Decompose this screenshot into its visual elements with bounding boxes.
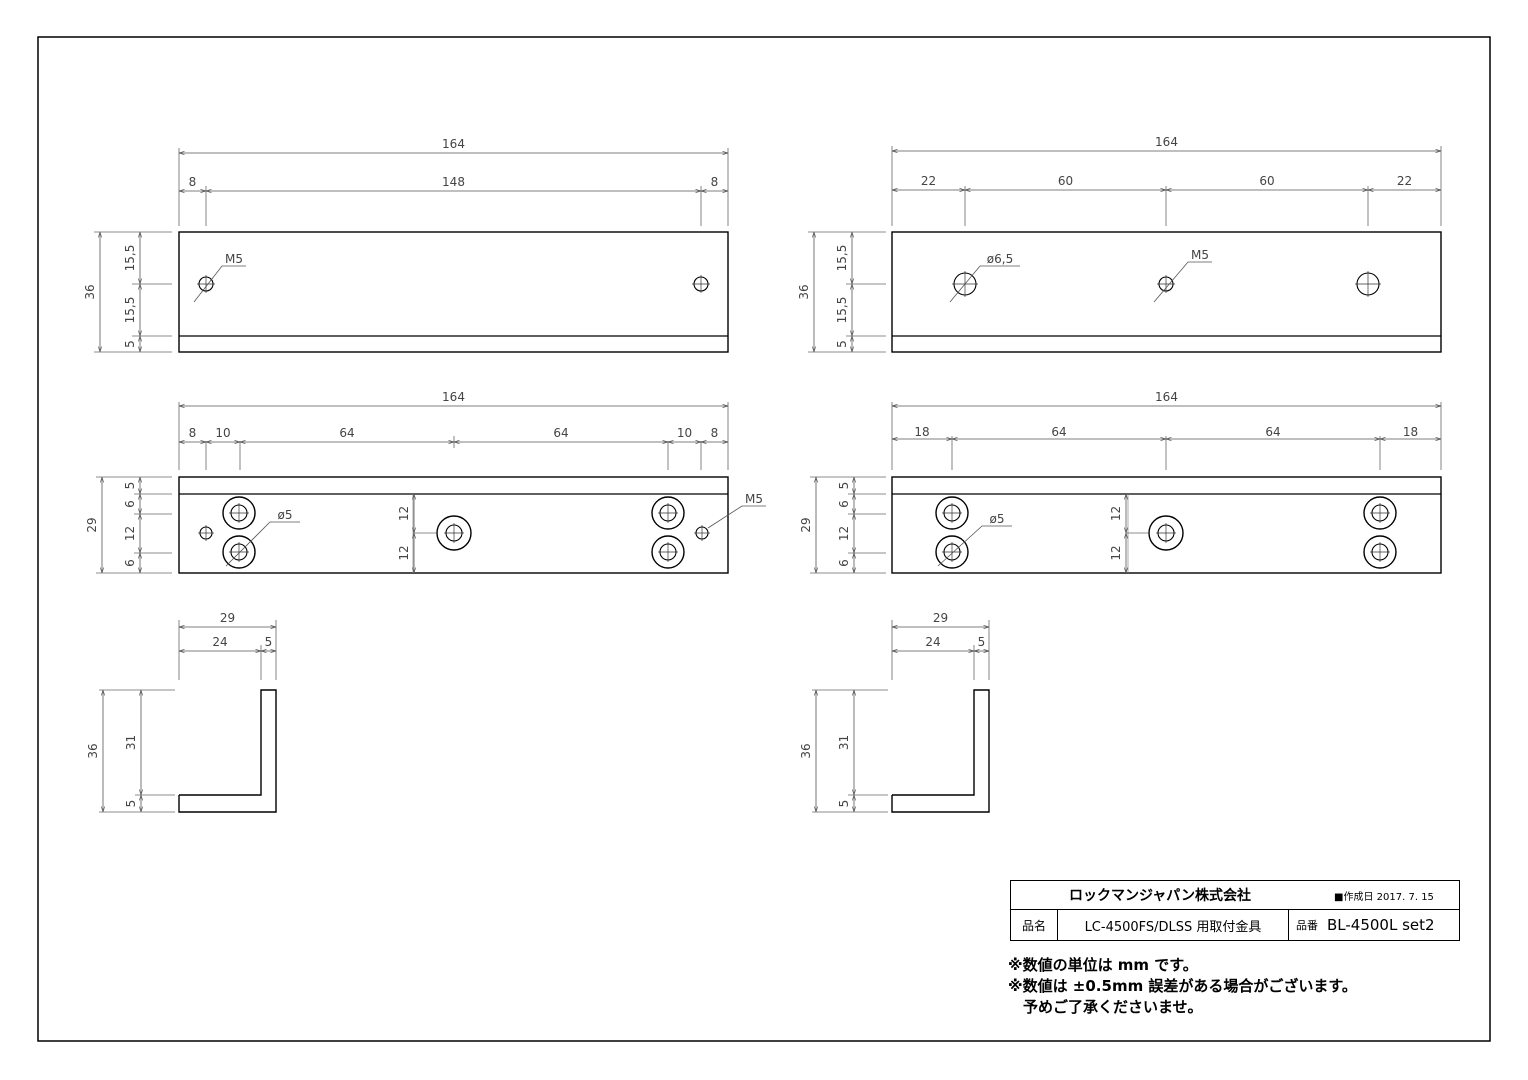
dimension-label: 12 <box>837 526 851 541</box>
dimension-label: 36 <box>86 743 100 758</box>
product-name: LC-4500FS/DLSS 用取付金具 <box>1058 910 1289 940</box>
dimension-label: 5 <box>835 340 849 348</box>
dimension-label: 8 <box>189 175 197 189</box>
l-bracket-profile <box>178 689 277 813</box>
counterbore-hole <box>935 535 969 569</box>
dimension-label: 36 <box>797 284 811 299</box>
dimension-label: 31 <box>837 735 851 750</box>
dimension-label: 12 <box>1109 545 1123 560</box>
dimension-label: 5 <box>123 482 137 490</box>
note-tolerance: ※数値は ±0.5mm 誤差がある場合がございます。 <box>1008 977 1357 995</box>
creation-date: ■作成日 2017. 7. 15 <box>1334 891 1434 903</box>
dimension-label: 164 <box>1155 390 1178 404</box>
dimension-label: 18 <box>914 425 929 439</box>
leader-line <box>225 521 300 567</box>
product-number-label: 品番 <box>1296 919 1318 932</box>
title-block: ロックマンジャパン株式会社 ■作成日 2017. 7. 15 品名 LC-450… <box>1010 880 1460 941</box>
dimension-label: 5 <box>837 800 851 808</box>
dimension-label: 29 <box>85 517 99 532</box>
product-name-label: 品名 <box>1011 910 1058 940</box>
dimension-label: 60 <box>1058 174 1073 188</box>
leader-line <box>1153 261 1212 303</box>
hole-callout: ø5 <box>278 508 293 522</box>
dimension-label: 60 <box>1259 174 1274 188</box>
dimension-label: 64 <box>1265 425 1280 439</box>
dimension-label: 12 <box>123 526 137 541</box>
hole-callout: M5 <box>225 252 243 266</box>
dimension-label: 12 <box>397 545 411 560</box>
dimension-label: 12 <box>397 506 411 521</box>
product-number: BL-4500L set2 <box>1327 916 1435 934</box>
leader-line <box>937 525 1012 567</box>
dimension-label: 164 <box>1155 135 1178 149</box>
dimension-label: 6 <box>837 500 851 508</box>
dimension-label: 29 <box>933 611 948 625</box>
right-front-view <box>891 476 1442 574</box>
dimension-label: 10 <box>677 426 692 440</box>
left-top-view <box>178 231 729 353</box>
dimension-label: 5 <box>123 340 137 348</box>
notes: ※数値の単位は mm です。 ※数値は ±0.5mm 誤差がある場合がございます… <box>1008 955 1357 1018</box>
dimension-label: 10 <box>215 426 230 440</box>
dimension-label: 15,5 <box>835 245 849 272</box>
dimension-label: 164 <box>442 390 465 404</box>
counterbore-hole <box>222 535 256 569</box>
counterbore-hole <box>651 496 685 530</box>
dimension-label: 24 <box>925 635 940 649</box>
counterbore-hole <box>1148 515 1184 551</box>
dimension-label: 12 <box>1109 506 1123 521</box>
dimension-label: 64 <box>339 426 354 440</box>
dimension-label: 8 <box>189 426 197 440</box>
hole-callout: M5 <box>1191 248 1209 262</box>
dimension-label: 5 <box>265 635 273 649</box>
l-bracket-profile <box>891 689 990 813</box>
counterbore-hole <box>222 496 256 530</box>
leader-line <box>949 265 1020 303</box>
dimension-label: 36 <box>799 743 813 758</box>
leader-line <box>193 265 246 303</box>
dimension-label: 29 <box>799 517 813 532</box>
dimension-label: 8 <box>711 175 719 189</box>
dimension-label: 15,5 <box>123 245 137 272</box>
note-apology: 予めご了承くださいませ。 <box>1008 998 1203 1016</box>
dimension-label: 6 <box>837 559 851 567</box>
dimension-label: 6 <box>123 559 137 567</box>
dimension-label: 5 <box>978 635 986 649</box>
hole-callout: M5 <box>745 492 763 506</box>
leader-line <box>707 505 766 529</box>
dimension-label: 5 <box>837 482 851 490</box>
right-top-view <box>891 231 1442 353</box>
counterbore-hole <box>651 535 685 569</box>
counterbore-hole <box>436 515 472 551</box>
drawing-border <box>37 36 1491 1042</box>
dimension-label: 164 <box>442 137 465 151</box>
dimension-label: 15,5 <box>123 297 137 324</box>
dimension-label: 148 <box>442 175 465 189</box>
dimension-label: 22 <box>921 174 936 188</box>
counterbore-hole <box>1363 496 1397 530</box>
company-name: ロックマンジャパン株式会社 <box>1069 888 1251 904</box>
dimension-label: 8 <box>711 426 719 440</box>
dimension-label: 5 <box>124 800 138 808</box>
hole-callout: ø5 <box>990 512 1005 526</box>
dimension-label: 36 <box>83 284 97 299</box>
dimension-label: 6 <box>123 500 137 508</box>
dimension-label: 24 <box>212 635 227 649</box>
note-unit: ※数値の単位は mm です。 <box>1008 956 1198 974</box>
dimension-label: 18 <box>1403 425 1418 439</box>
counterbore-hole <box>1363 535 1397 569</box>
dimension-label: 64 <box>1051 425 1066 439</box>
dimension-label: 22 <box>1397 174 1412 188</box>
hole-callout: ø6,5 <box>987 252 1013 266</box>
dimension-label: 15,5 <box>835 297 849 324</box>
counterbore-hole <box>935 496 969 530</box>
dimension-label: 29 <box>220 611 235 625</box>
dimension-label: 31 <box>124 735 138 750</box>
dimension-label: 64 <box>553 426 568 440</box>
left-front-view <box>178 476 729 574</box>
